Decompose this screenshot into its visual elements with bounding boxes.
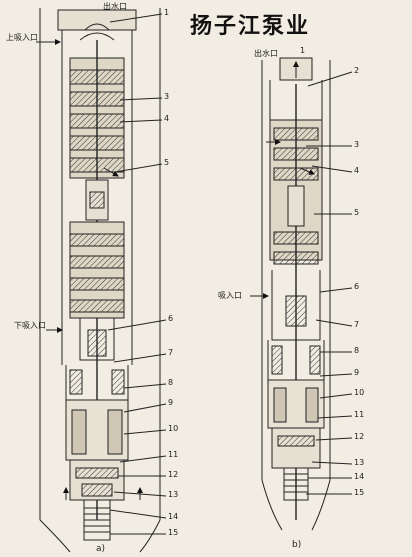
a-callout-15: 15 (168, 528, 179, 537)
a-callout-11: 11 (168, 450, 179, 459)
b-callout-4: 4 (354, 166, 360, 175)
company-title: 扬子江泵业 (190, 13, 311, 39)
a-caption: a) (96, 544, 106, 554)
b-inlet-label: 吸入口 (218, 291, 242, 300)
pump-b (250, 57, 353, 531)
a-lower-inlet-label: 下吸入口 (14, 321, 46, 330)
b-callout-11: 11 (354, 410, 365, 419)
a-callout-7: 7 (168, 348, 174, 357)
b-callout-5: 5 (354, 208, 360, 217)
a-callout-1: 1 (164, 8, 170, 17)
a-callout-9: 9 (168, 398, 174, 407)
a-callout-14: 14 (168, 512, 179, 521)
b-callout-10: 10 (354, 388, 365, 397)
b-callout-14: 14 (354, 472, 365, 481)
b-callout-9: 9 (354, 368, 360, 377)
a-outlet-label: 出水口 (103, 2, 127, 11)
a-callout-3: 3 (164, 92, 170, 101)
a-callout-10: 10 (168, 424, 179, 433)
b-callout-2: 2 (354, 66, 360, 75)
b-callout-3: 3 (354, 140, 360, 149)
b-callout-12: 12 (354, 432, 365, 441)
a-callout-5: 5 (164, 158, 170, 167)
b-callout-8: 8 (354, 346, 360, 355)
a-callout-13: 13 (168, 490, 179, 499)
b-callout-13: 13 (354, 458, 365, 467)
a-upper-inlet-label: 上吸入口 (6, 33, 38, 42)
b-caption: b) (292, 540, 302, 550)
b-outlet-label: 出水口 (254, 49, 278, 58)
a-callout-8: 8 (168, 378, 174, 387)
a-callout-4: 4 (164, 114, 170, 123)
pump-a (36, 8, 167, 553)
b-callout-1: 1 (300, 46, 306, 55)
a-callout-12: 12 (168, 470, 179, 479)
b-callout-7: 7 (354, 320, 360, 329)
b-callout-15: 15 (354, 488, 365, 497)
a-callout-6: 6 (168, 314, 174, 323)
b-callout-6: 6 (354, 282, 360, 291)
